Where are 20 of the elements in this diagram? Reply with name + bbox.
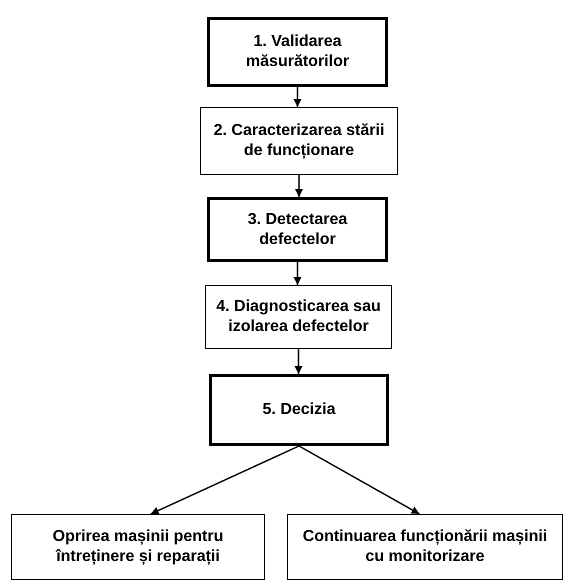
arrow — [294, 262, 302, 285]
process-box — [207, 197, 388, 262]
arrow — [294, 349, 302, 374]
process-box — [207, 17, 388, 87]
process-box — [200, 107, 398, 175]
process-box — [11, 514, 265, 580]
box-label: 5. Decizia — [262, 400, 336, 420]
arrow — [298, 445, 420, 515]
arrow — [294, 87, 302, 107]
process-box — [287, 514, 563, 580]
box-label: 2. Caracterizarea stării de funcționare — [212, 121, 386, 161]
arrow — [295, 175, 303, 197]
process-box — [205, 285, 392, 349]
box-label: 1. Validarea măsurătorilor — [244, 32, 350, 72]
box-label: 4. Diagnosticarea sau izolarea defectelor — [215, 297, 382, 337]
box-label: Continuarea funcționării mașinii cu monitorizare — [302, 527, 548, 567]
box-label: 3. Detectarea defectelor — [246, 210, 348, 250]
box-label: Oprirea mașinii pentru întreținere și reparații — [52, 527, 224, 567]
process-box — [209, 374, 389, 446]
arrow — [150, 445, 300, 515]
